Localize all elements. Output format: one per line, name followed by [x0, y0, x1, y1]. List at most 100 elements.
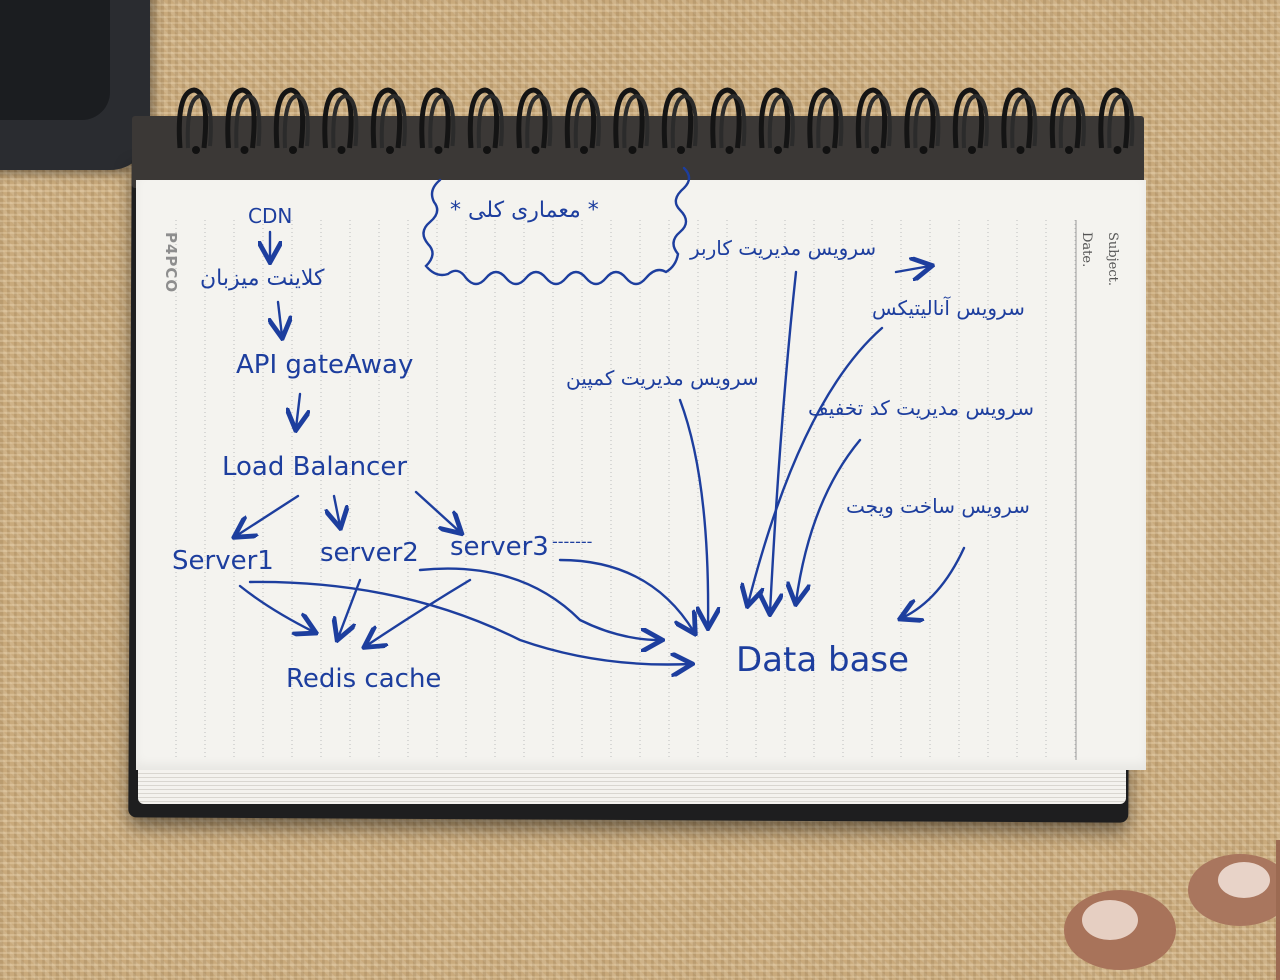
binding-ring — [322, 87, 354, 149]
binding-ring — [273, 87, 306, 149]
binding-hole — [337, 146, 346, 154]
binding-ring — [1098, 87, 1130, 149]
binding-ring — [234, 93, 262, 149]
binding-hole — [919, 146, 928, 154]
arrow-clients-api — [278, 300, 282, 336]
binding-ring — [913, 93, 941, 149]
binding-ring — [767, 93, 795, 149]
binding-hole — [1065, 146, 1073, 154]
binding-ring — [331, 93, 359, 149]
fingers — [1064, 840, 1280, 980]
spiral-binding — [176, 87, 1135, 154]
binding-hole — [725, 146, 734, 154]
binding-hole — [289, 146, 297, 154]
binding-ring — [176, 87, 209, 149]
arrow-lb-server2 — [334, 494, 340, 526]
binding-ring — [379, 93, 407, 149]
binding-ring — [622, 93, 650, 149]
arrow-campaign-db — [678, 398, 708, 626]
node-cdn: CDN — [248, 204, 293, 228]
node-clients: کلاینت میزبان — [200, 266, 325, 291]
binding-hole — [386, 146, 394, 154]
binding-ring — [758, 87, 791, 149]
service-user-management: سرویس مدیریت کاربر — [690, 236, 877, 260]
binding-ring — [904, 87, 936, 149]
binding-hole — [774, 146, 782, 154]
service-widget-builder: سرویس ساخت ویجت — [846, 494, 1030, 518]
binding-hole — [531, 146, 540, 154]
diagram-title: * معماری کلی * — [450, 198, 599, 223]
binding-ring — [816, 93, 844, 149]
node-server-more: ------- — [552, 532, 593, 551]
binding-ring — [952, 87, 985, 149]
arrow-discount-db — [796, 438, 862, 602]
node-api-gateway: API gateAway — [236, 350, 414, 380]
arrow-user-db — [770, 270, 798, 612]
binding-ring — [370, 87, 403, 149]
binding-hole — [1113, 146, 1122, 154]
title-frame — [422, 166, 691, 286]
binding-ring — [1049, 87, 1082, 149]
binding-ring — [710, 87, 742, 149]
arrow-server1-db — [248, 580, 690, 665]
service-campaign-management: سرویس مدیریت کمپین — [566, 366, 759, 390]
binding-ring — [419, 87, 451, 149]
arrow-server1-redis — [238, 584, 314, 632]
arrow-widget-db — [902, 546, 966, 618]
binding-ring — [613, 87, 645, 149]
diagram-strokes — [0, 166, 966, 960]
arrow-lb-server1 — [236, 494, 300, 536]
binding-hole — [871, 146, 879, 154]
binding-ring — [1001, 87, 1033, 149]
notebook-page — [136, 180, 1146, 770]
binding-ring — [476, 93, 504, 149]
binding-ring — [573, 93, 601, 149]
phone-screen — [0, 0, 110, 120]
binding-hole — [968, 146, 976, 154]
node-server1: Server1 — [172, 546, 274, 576]
binding-ring — [564, 87, 597, 149]
service-analytics: سرویس آنالیتیکس — [872, 296, 1025, 320]
page-edges — [138, 770, 1126, 804]
binding-hole — [240, 146, 249, 154]
node-server3: server3 — [450, 532, 549, 562]
binding-ring — [661, 87, 694, 149]
binding-ring — [225, 87, 257, 149]
node-load-balancer: Load Balancer — [222, 452, 408, 482]
binding-ring — [525, 93, 553, 149]
binding-hole — [677, 146, 685, 154]
binding-ring — [855, 87, 888, 149]
binding-ring — [185, 93, 213, 149]
binding-ring — [670, 93, 698, 149]
binding-ring — [1010, 93, 1038, 149]
binding-ring — [961, 93, 989, 149]
arrow-analytics-db — [748, 326, 884, 604]
ruled-lines — [175, 220, 1077, 760]
binding-hole — [192, 146, 200, 154]
binding-ring — [282, 93, 310, 149]
arrow-lb-server3 — [414, 490, 460, 532]
phone-corner — [0, 0, 150, 170]
arrow-server2-db — [418, 567, 660, 640]
arrow-api-lb — [296, 392, 300, 428]
binding-ring — [1107, 93, 1135, 149]
binding-hole — [483, 146, 491, 154]
arrow-analytics-tick — [894, 266, 930, 272]
binding-hole — [628, 146, 637, 154]
node-server2: server2 — [320, 538, 419, 568]
binding-hole — [822, 146, 831, 154]
binding-hole — [1016, 146, 1025, 154]
binding-ring — [516, 87, 548, 149]
service-discount-code: سرویس مدیریت کد تخفیف — [808, 396, 1034, 420]
binding-ring — [428, 93, 456, 149]
node-database: Data base — [736, 640, 910, 680]
binding-hole — [580, 146, 588, 154]
binding-ring — [719, 93, 747, 149]
node-redis: Redis cache — [286, 664, 442, 694]
binding-ring — [864, 93, 892, 149]
binding-ring — [807, 87, 839, 149]
binding-hole — [434, 146, 443, 154]
arrow-server3-db — [558, 558, 694, 632]
binding-ring — [1058, 93, 1086, 149]
arrow-server3-redis — [366, 578, 472, 646]
